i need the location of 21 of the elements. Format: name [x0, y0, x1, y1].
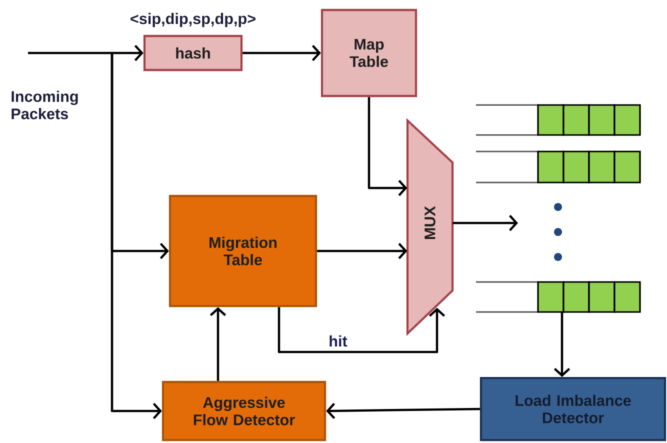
process-box: Migration Table — [168, 194, 318, 308]
queue-drawing — [475, 281, 641, 313]
queue-drawing — [475, 150, 641, 184]
header-label: <sip,dip,sp,dp,p> — [130, 12, 256, 28]
arrow — [28, 44, 144, 62]
arrow — [317, 242, 408, 260]
edge-label: hit — [327, 334, 349, 348]
arrow — [326, 402, 480, 419]
process-box: Load Imbalance Detector — [480, 376, 666, 442]
arrow — [210, 307, 226, 381]
arrow — [452, 214, 518, 232]
process-box: Aggressive Flow Detector — [162, 380, 326, 442]
process-box: hash — [143, 34, 243, 72]
arrow — [110, 53, 162, 420]
queue-drawing — [475, 104, 641, 136]
arrow — [554, 312, 570, 377]
process-box: Map Table — [320, 8, 418, 98]
input-label: Incoming Packets — [12, 90, 78, 120]
arrow — [242, 44, 321, 62]
arrow — [368, 97, 408, 196]
arrow — [278, 307, 446, 354]
